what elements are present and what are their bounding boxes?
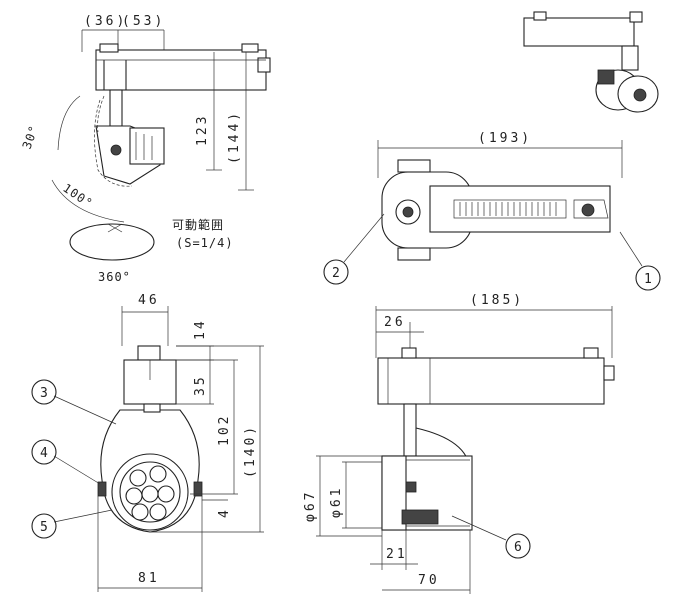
dim-26: 26 (384, 315, 406, 330)
front-view: 46 14 35 102 (140) 4 (31, 293, 264, 592)
callout-5: 5 (40, 520, 48, 535)
dim-phi61: φ61 (329, 486, 344, 518)
dim-81: 81 (138, 571, 160, 586)
callout-3-circle (31, 379, 57, 405)
angle-360: 360° (98, 270, 131, 284)
dim-70: 70 (418, 573, 440, 588)
dim-46: 46 (138, 293, 160, 308)
dim-21: 21 (386, 547, 408, 562)
side-view-lower: (185) 26 φ67 φ61 21 70 (303, 293, 615, 594)
dim-36: (36) (84, 14, 127, 29)
callout-4: 4 (40, 446, 48, 461)
range-value: (S=1/4) (176, 236, 234, 250)
dim-53: (53) (122, 14, 165, 29)
callout-2-circle (323, 259, 349, 285)
callout-6-circle (505, 533, 531, 559)
callout-1: 1 (644, 272, 652, 287)
angle-30: 30° (20, 123, 42, 151)
dim-14: 14 (193, 318, 208, 340)
callout-5-circle (31, 513, 57, 539)
callout-6: 6 (514, 540, 522, 555)
dim-185: (185) (470, 293, 524, 308)
angle-100: 100° (60, 181, 95, 211)
dim-35: 35 (193, 374, 208, 396)
callout-2: 2 (332, 266, 340, 281)
callout-3: 3 (40, 386, 48, 401)
callout-1-circle (635, 265, 661, 291)
isometric-thumbnail (523, 11, 659, 113)
dim-193: (193) (478, 131, 532, 146)
dim-102: 102 (217, 414, 232, 446)
dim-140: (140) (243, 424, 258, 478)
dim-144: (144) (227, 110, 242, 164)
side-view-upper: (36) (53) 123 (144) 30° 100° (20, 14, 271, 284)
dim-123: 123 (195, 114, 210, 146)
plan-view-upper: (193) 1 2 (323, 131, 661, 291)
dim-phi67: φ67 (303, 490, 318, 522)
dim-4: 4 (217, 507, 232, 518)
range-label: 可動範囲 (172, 217, 224, 232)
callout-4-circle (31, 439, 57, 465)
